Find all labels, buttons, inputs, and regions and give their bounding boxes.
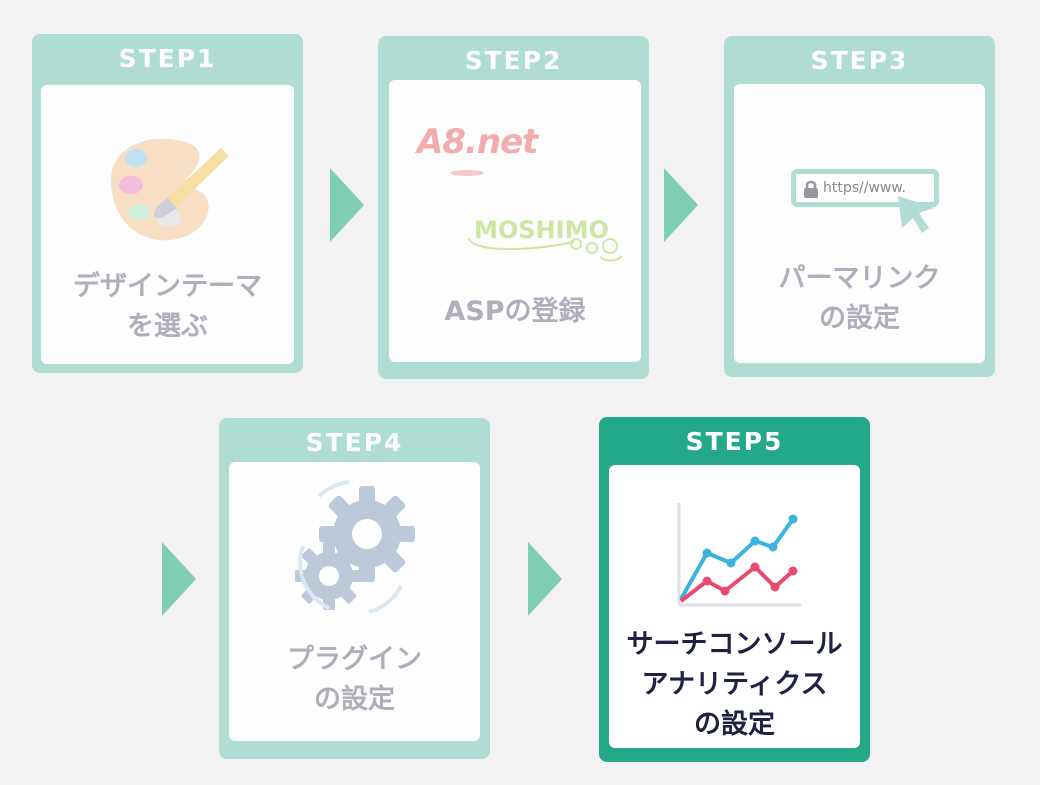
a8-net-logo: A8.net bbox=[417, 122, 538, 162]
arrow-right-icon bbox=[330, 168, 364, 242]
step-2-title: STEP2 bbox=[464, 46, 563, 75]
step-3-content: https//www. パーマリンク の設定 bbox=[734, 84, 985, 363]
cursor-arrow-icon bbox=[898, 196, 934, 233]
step-1-card: STEP1 デザインテーマ を選ぶ bbox=[32, 34, 303, 373]
step-4-card: STEP4 bbox=[219, 418, 490, 759]
url-bar: https//www. bbox=[791, 169, 939, 207]
step-5-title: STEP5 bbox=[685, 427, 784, 456]
step-2-card: STEP2 A8.net MOSHIMO ASPの登録 bbox=[378, 36, 649, 379]
step-4-content: プラグイン の設定 bbox=[229, 462, 480, 741]
step-3-title: STEP3 bbox=[810, 46, 909, 75]
step-5-label: サーチコンソール アナリティクス の設定 bbox=[626, 629, 843, 740]
palette-icon bbox=[111, 138, 229, 241]
moshimo-logo: MOSHIMO bbox=[464, 212, 634, 272]
step-2-label: ASPの登録 bbox=[444, 296, 586, 327]
arrow-right-icon bbox=[528, 542, 562, 616]
step-3-label: パーマリンク の設定 bbox=[778, 263, 941, 334]
line-chart-icon bbox=[677, 503, 801, 607]
step-3-card: STEP3 https//www. パーマリンク の設定 bbox=[724, 36, 995, 377]
arrow-right-icon bbox=[162, 542, 196, 616]
step-1-content: デザインテーマ を選ぶ bbox=[41, 85, 294, 364]
step-1-title: STEP1 bbox=[118, 44, 217, 73]
step-4-label: プラグイン の設定 bbox=[287, 644, 422, 715]
step-5-content: サーチコンソール アナリティクス の設定 bbox=[609, 465, 860, 748]
gears-icon bbox=[295, 480, 415, 614]
lock-icon bbox=[804, 180, 818, 198]
step-2-content: A8.net MOSHIMO ASPの登録 bbox=[389, 80, 641, 362]
arrow-right-icon bbox=[664, 168, 698, 242]
step-1-label: デザインテーマ を選ぶ bbox=[73, 271, 262, 342]
step-5-card: STEP5 サーチコンソール アナリティクス の設定 bbox=[599, 417, 870, 762]
step-4-title: STEP4 bbox=[305, 428, 404, 457]
a8-logo-swoosh bbox=[450, 170, 484, 176]
